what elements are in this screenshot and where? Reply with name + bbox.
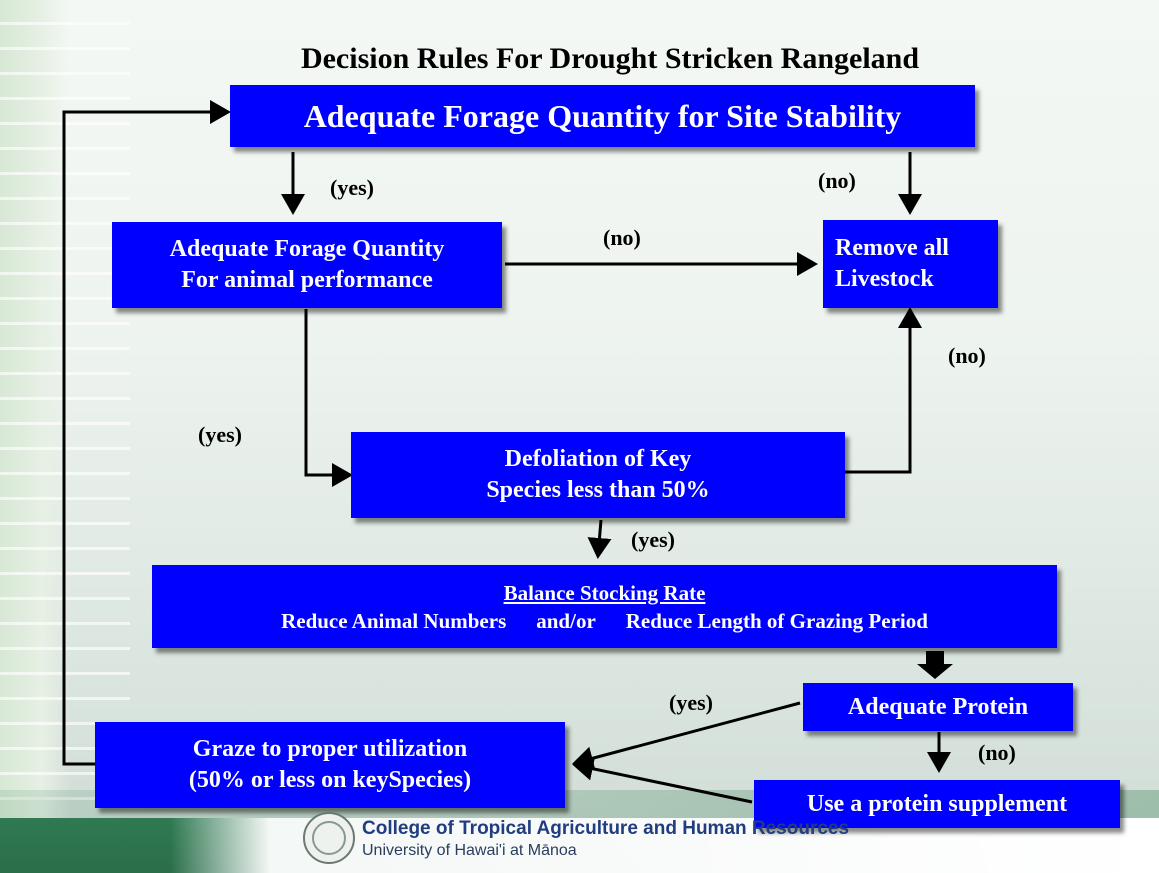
balance-stocking-options: Reduce Animal Numbers and/or Reduce Leng… — [152, 607, 1057, 635]
label-no-site: (no) — [818, 168, 856, 193]
remove-livestock-box: Remove all Livestock — [823, 220, 998, 308]
arrow-balance-to-protein — [917, 651, 953, 679]
label-no-protein: (no) — [978, 740, 1016, 765]
adequate-protein-text: Adequate Protein — [847, 693, 1029, 720]
arrow-loop-to-site — [62, 100, 231, 766]
remove-livestock-line2: Livestock — [835, 266, 934, 292]
label-no-animal: (no) — [603, 225, 641, 250]
balance-stocking-box: Balance Stocking Rate Reduce Animal Numb… — [152, 565, 1057, 648]
defoliation-line2: Species less than 50% — [486, 477, 710, 503]
label-no-defoliation: (no) — [948, 343, 986, 368]
label-yes-site: (yes) — [330, 175, 374, 200]
balance-stocking-title: Balance Stocking Rate — [503, 580, 706, 605]
defoliation-box: Defoliation of Key Species less than 50% — [351, 432, 845, 518]
arrow-animal-to-defoliation — [304, 309, 353, 487]
graze-proper-line2: (50% or less on keySpecies) — [188, 767, 472, 793]
label-yes-protein: (yes) — [669, 690, 713, 715]
arrow-supplement-to-graze — [572, 756, 753, 804]
arrow-defoliation-to-remove — [845, 307, 922, 474]
label-yes-animal: (yes) — [198, 422, 242, 447]
and-or-text: and/or — [536, 608, 596, 633]
graze-proper-line1: Graze to proper utilization — [192, 736, 468, 762]
protein-supplement-text: Use a protein supplement — [806, 790, 1068, 817]
arrow-defoliation-to-balance — [587, 519, 612, 559]
arrow-protein-to-graze — [572, 701, 801, 770]
defoliation-line1: Defoliation of Key — [504, 446, 692, 472]
reduce-grazing-period: Reduce Length of Grazing Period — [625, 608, 928, 633]
animal-performance-box: Adequate Forage Quantity For animal perf… — [112, 222, 502, 308]
label-yes-defoliation: (yes) — [631, 527, 675, 552]
site-stability-box: Adequate Forage Quantity for Site Stabil… — [230, 85, 975, 147]
adequate-protein-box: Adequate Protein — [803, 683, 1073, 731]
slide-title: Decision Rules For Drought Stricken Rang… — [300, 42, 920, 75]
animal-performance-line2: For animal performance — [181, 267, 433, 293]
site-stability-text: Adequate Forage Quantity for Site Stabil… — [303, 97, 902, 134]
reduce-animal-numbers: Reduce Animal Numbers — [281, 608, 507, 633]
protein-supplement-box: Use a protein supplement — [754, 780, 1120, 828]
animal-performance-line1: Adequate Forage Quantity — [169, 236, 445, 262]
college-name: College of Tropical Agriculture and Huma… — [362, 818, 850, 839]
university-seal-icon — [303, 812, 355, 864]
graze-proper-box: Graze to proper utilization (50% or less… — [95, 722, 565, 808]
university-name: University of Hawai'i at Mānoa — [362, 842, 577, 859]
remove-livestock-line1: Remove all — [835, 235, 949, 261]
